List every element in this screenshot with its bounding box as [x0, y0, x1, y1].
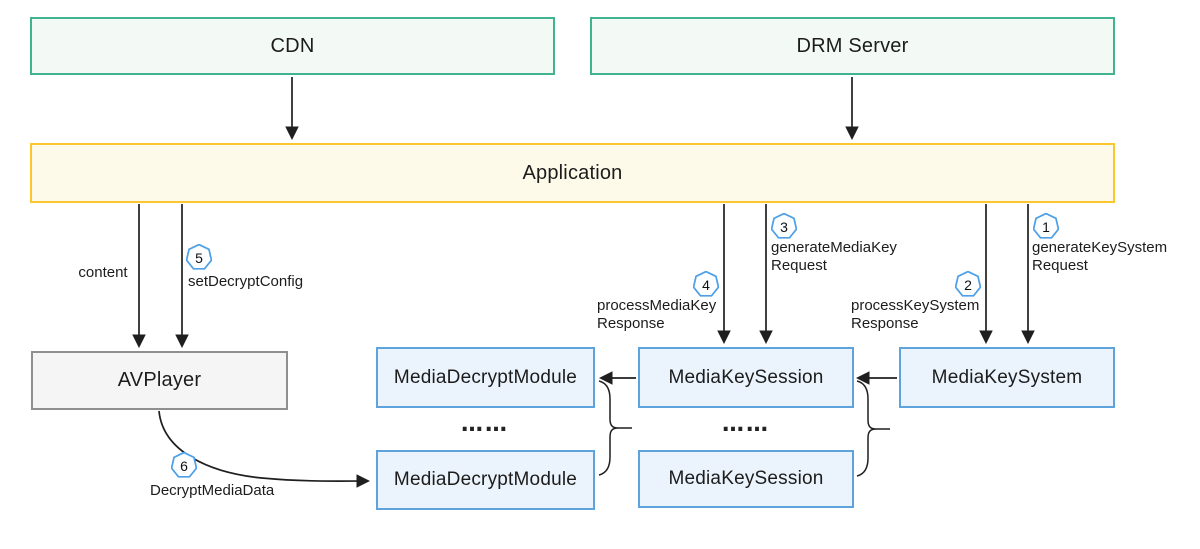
brace-mediakeysession-group: [856, 380, 890, 477]
step-badge-2: 2: [955, 271, 981, 297]
media-key-session-box-bottom: MediaKeySession: [638, 450, 854, 508]
step-number: 2: [964, 277, 972, 293]
setdecryptconfig-edge-label: setDecryptConfig: [188, 273, 304, 290]
media-key-system-label: MediaKeySystem: [931, 366, 1083, 388]
heptagon-icon: [693, 271, 719, 297]
heptagon-icon: [171, 452, 197, 478]
brace-mediadecryptmodule-group: [598, 380, 632, 476]
application-label: Application: [522, 161, 623, 184]
ellipsis-mediakeysession: ……: [722, 412, 770, 437]
media-decrypt-module-box-bottom: MediaDecryptModule: [376, 450, 595, 510]
avplayer-label: AVPlayer: [117, 369, 202, 391]
ellipsis-mediadecryptmodule: ……: [461, 412, 509, 437]
drm-server-box: DRM Server: [590, 17, 1115, 75]
cdn-label: CDN: [270, 34, 315, 57]
heptagon-icon: [186, 244, 212, 270]
media-decrypt-module-label: MediaDecryptModule: [393, 366, 578, 388]
step-badge-3: 3: [771, 213, 797, 239]
avplayer-box: AVPlayer: [31, 351, 288, 410]
heptagon-icon: [1033, 213, 1059, 239]
step-badge-6: 6: [171, 452, 197, 478]
heptagon-icon: [771, 213, 797, 239]
step-number: 5: [195, 250, 203, 266]
step-badge-4: 4: [693, 271, 719, 297]
processkeysystem-edge-label: processKeySystem Response: [851, 297, 980, 332]
media-decrypt-module-box-top: MediaDecryptModule: [376, 347, 595, 408]
step-number: 1: [1042, 219, 1050, 235]
arrow-decryptmediadata-curve: [158, 410, 371, 488]
drm-server-label: DRM Server: [796, 34, 909, 57]
application-box: Application: [30, 143, 1115, 203]
media-decrypt-module-label: MediaDecryptModule: [393, 469, 578, 490]
media-key-session-box-top: MediaKeySession: [638, 347, 854, 408]
cdn-box: CDN: [30, 17, 555, 75]
generatemediakey-edge-label: generateMediaKey Request: [771, 239, 897, 274]
decryptmediadata-edge-label: DecryptMediaData: [150, 482, 275, 499]
media-key-session-label: MediaKeySession: [668, 468, 824, 489]
content-edge-label: content: [78, 264, 128, 281]
step-number: 3: [780, 219, 788, 235]
media-key-session-label: MediaKeySession: [668, 366, 824, 388]
step-number: 4: [702, 277, 710, 293]
processmediakey-edge-label: processMediaKey Response: [597, 297, 717, 332]
heptagon-icon: [955, 271, 981, 297]
step-number: 6: [180, 458, 188, 474]
media-key-system-box: MediaKeySystem: [899, 347, 1115, 408]
step-badge-1: 1: [1033, 213, 1059, 239]
step-badge-5: 5: [186, 244, 212, 270]
generatekeysystem-edge-label: generateKeySystem Request: [1032, 239, 1168, 274]
